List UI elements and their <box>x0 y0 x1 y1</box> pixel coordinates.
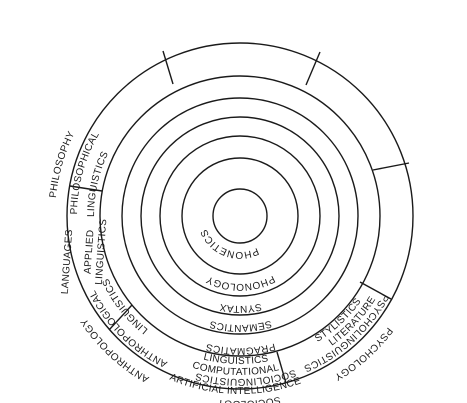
semantics-label: SEMANTICS <box>208 318 272 333</box>
phonetics-label: PHONETICS <box>199 227 260 260</box>
sociology-label: SOCIOLOGY <box>216 394 281 403</box>
divider-psychology-sociology <box>162 50 174 85</box>
semantics-ring <box>140 116 340 316</box>
divider-literature-ai <box>276 351 287 384</box>
pragmatics-ring <box>121 97 359 335</box>
phonology-ring <box>181 157 299 275</box>
divider-ai-languages <box>108 304 133 331</box>
syntax-ring <box>159 135 321 297</box>
sector-labels: SOCIOLOGY SOCIOLINGUISTICS ANTHROPOLOGY … <box>48 130 394 403</box>
syntax-label: SYNTAX <box>219 301 263 314</box>
divider-languages-psychology <box>69 185 103 192</box>
applied-linguistics-label: LINGUISTICS <box>94 218 110 285</box>
languages-label: LANGUAGES <box>60 229 76 295</box>
divider-philosophy-literature <box>359 281 392 300</box>
discipline-ring <box>99 75 381 357</box>
divider-sociology-anthropology <box>305 51 321 86</box>
phonology-label: PHONOLOGY <box>205 273 277 292</box>
divider-anthropology-philosophy <box>372 162 410 171</box>
pragmatics-label: PRAGMATICS <box>205 341 277 356</box>
applied-label: APPLIED <box>82 229 96 274</box>
diagram-rings <box>66 42 414 390</box>
outer-ring <box>66 42 414 390</box>
phonetics-ring <box>212 188 268 244</box>
sector-dividers <box>69 50 410 384</box>
